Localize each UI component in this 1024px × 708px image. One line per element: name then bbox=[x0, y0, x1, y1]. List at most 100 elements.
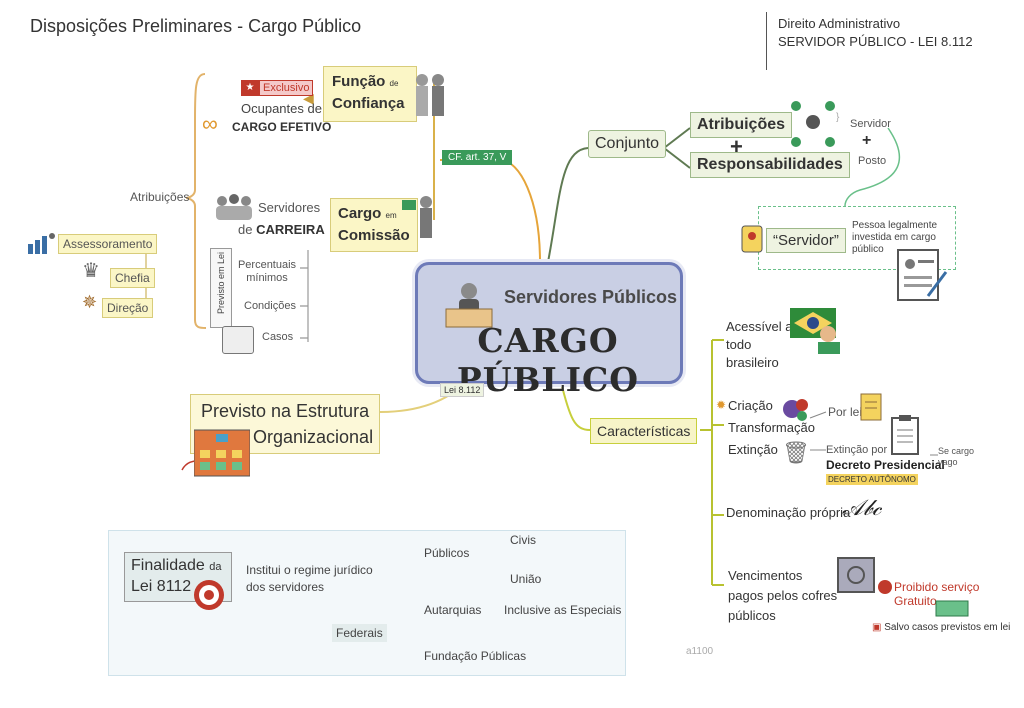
resume-icon bbox=[896, 248, 948, 304]
org-chart-icon bbox=[193, 426, 251, 478]
gears-icon bbox=[782, 396, 810, 422]
cf-tag-label: CF. art. 37, V bbox=[448, 152, 507, 163]
brazil-flag-icon bbox=[790, 304, 842, 354]
fundacao-label: Fundação Públicas bbox=[424, 649, 527, 663]
watermark: a1100 bbox=[686, 646, 714, 657]
uniao-label: União bbox=[510, 572, 542, 586]
chart-people-icon bbox=[26, 230, 56, 256]
trash-icon: 🗑 bbox=[782, 440, 810, 465]
transformacao-item: Transformação bbox=[728, 420, 815, 435]
sparkle-icon: ✹ bbox=[716, 398, 727, 412]
por-lei-label: Por lei bbox=[828, 405, 863, 419]
funcao-word: Função bbox=[332, 73, 386, 90]
publicos-label: Públicos bbox=[424, 546, 470, 560]
central-title: CARGO PÚBLICO bbox=[456, 321, 640, 399]
chefia-item: Chefia bbox=[110, 268, 155, 288]
funcao-confianca-node: Função de Confiança bbox=[323, 66, 417, 122]
salvo-text: Salvo casos previstos em lei bbox=[884, 622, 1011, 633]
target-icon bbox=[192, 578, 226, 612]
id-badge-icon bbox=[740, 222, 764, 254]
cargo-efetivo-label: CARGO EFETIVO bbox=[232, 120, 332, 134]
cf-tag: CF. art. 37, V bbox=[442, 150, 513, 165]
denominacao-item: Denominação própria bbox=[726, 505, 851, 520]
decreto-label: Decreto Presidencial bbox=[826, 458, 945, 472]
acessivel-item: Acessível a todo brasileiro bbox=[726, 319, 793, 370]
percentuais-label: Percentuais mínimos bbox=[237, 259, 297, 284]
carreira-line: de CARREIRA bbox=[238, 222, 325, 237]
criacao-item: Criação bbox=[728, 398, 773, 413]
estrutura-line1: Previsto na Estrutura bbox=[201, 401, 370, 421]
prohibited-icon bbox=[878, 580, 892, 594]
servidor-plus: + bbox=[862, 132, 872, 149]
cargo-line2: Comissão bbox=[338, 227, 410, 244]
brace-right: } bbox=[836, 112, 840, 123]
extincao-por-label: Extinção por bbox=[826, 444, 888, 456]
ocupantes-label: Ocupantes de bbox=[241, 101, 322, 116]
finalidade-line1: Finalidade da bbox=[131, 557, 222, 575]
federais-label: Federais bbox=[332, 624, 387, 642]
law-tag: Lei 8.112 bbox=[440, 383, 485, 397]
finalidade-word: Finalidade bbox=[131, 557, 205, 574]
proibido-label: Proibido serviço Gratuito bbox=[894, 580, 980, 608]
header-topic: SERVIDOR PÚBLICO - LEI 8.112 bbox=[778, 34, 973, 49]
page-title: Disposições Preliminares - Cargo Público bbox=[30, 16, 362, 36]
funcao-line1: Função de bbox=[332, 73, 398, 90]
wheel-icon: ✵ bbox=[82, 292, 98, 312]
posto-label: Posto bbox=[858, 155, 887, 167]
servidor-label: Servidor bbox=[850, 118, 891, 130]
vencimentos-item: Vencimentos pagos pelos cofres públicos bbox=[728, 568, 838, 623]
salvo-icon: ▣ bbox=[872, 622, 882, 633]
salvo-label: ▣ Salvo casos previstos em lei bbox=[872, 622, 1010, 633]
infinity-icon: ∞ bbox=[202, 111, 218, 136]
de-label: de bbox=[238, 222, 253, 237]
previsto-lei-label: Previsto em Lei bbox=[216, 251, 226, 315]
header-divider bbox=[766, 12, 767, 70]
cargo-line1: Cargo em bbox=[338, 205, 397, 222]
funcao-line2: Confiança bbox=[332, 95, 405, 112]
civis-label: Civis bbox=[510, 533, 536, 547]
cash-icon bbox=[934, 598, 970, 618]
cargo-em: em bbox=[385, 211, 397, 220]
signature-icon: 𝒜𝒷𝒸 bbox=[842, 496, 882, 521]
exclusivo-badge: Exclusivo bbox=[259, 80, 314, 96]
extincao-item: Extinção bbox=[728, 442, 778, 457]
arrow-left-icon: ◀ bbox=[303, 90, 314, 106]
carreira-label: CARREIRA bbox=[256, 222, 325, 237]
finalidade-line2: Lei 8112 bbox=[131, 578, 192, 595]
finalidade-da: da bbox=[209, 561, 222, 573]
chef-hat-icon: ♛ bbox=[82, 260, 100, 282]
conjunto-node: Conjunto bbox=[588, 130, 667, 158]
star-icon: ★ bbox=[241, 80, 259, 96]
flow-icon bbox=[222, 326, 254, 354]
especiais-label: Inclusive as Especiais bbox=[504, 603, 622, 617]
previsto-lei-card: Previsto em Lei bbox=[210, 248, 238, 328]
cargo-word: Cargo bbox=[338, 205, 382, 222]
atribuicoes-label: Atribuições bbox=[130, 190, 190, 204]
servant-desk-icon bbox=[442, 279, 496, 331]
header-subject: Direito Administrativo bbox=[778, 16, 901, 31]
central-node: Servidores Públicos CARGO PÚBLICO bbox=[415, 262, 683, 399]
se-vago-label: Se cargo vago bbox=[938, 446, 975, 467]
servidores-label: Servidores bbox=[258, 200, 321, 215]
safe-icon bbox=[836, 556, 876, 596]
central-subtitle: Servidores Públicos bbox=[504, 287, 678, 307]
direcao-item: Direção bbox=[102, 298, 154, 318]
money-person-icon bbox=[400, 192, 436, 244]
header-info: Direito Administrativo SERVIDOR PÚBLICO … bbox=[778, 15, 973, 51]
funcao-de: de bbox=[389, 79, 399, 88]
handshake-icon bbox=[412, 70, 448, 122]
assessoramento-item: Assessoramento bbox=[58, 234, 158, 254]
clipboard-icon bbox=[890, 414, 920, 456]
caracteristicas-node: Características bbox=[590, 418, 698, 444]
decreto-autonomo-badge: DECRETO AUTÔNOMO bbox=[826, 474, 918, 485]
network-person-icon bbox=[790, 100, 836, 150]
atribuicoes-node: Atribuições bbox=[690, 112, 793, 138]
condicoes-label: Condições bbox=[244, 300, 296, 312]
servidor-def: Pessoa legalmente investida em cargo púb… bbox=[852, 220, 938, 255]
estrutura-line2: Organizacional bbox=[253, 427, 374, 447]
scroll-icon bbox=[858, 392, 884, 422]
responsabilidades-node: Responsabilidades bbox=[690, 152, 850, 178]
casos-label: Casos bbox=[262, 331, 294, 343]
finalidade-text: Institui o regime jurídico dos servidore… bbox=[246, 563, 373, 594]
group-icon bbox=[214, 193, 254, 223]
